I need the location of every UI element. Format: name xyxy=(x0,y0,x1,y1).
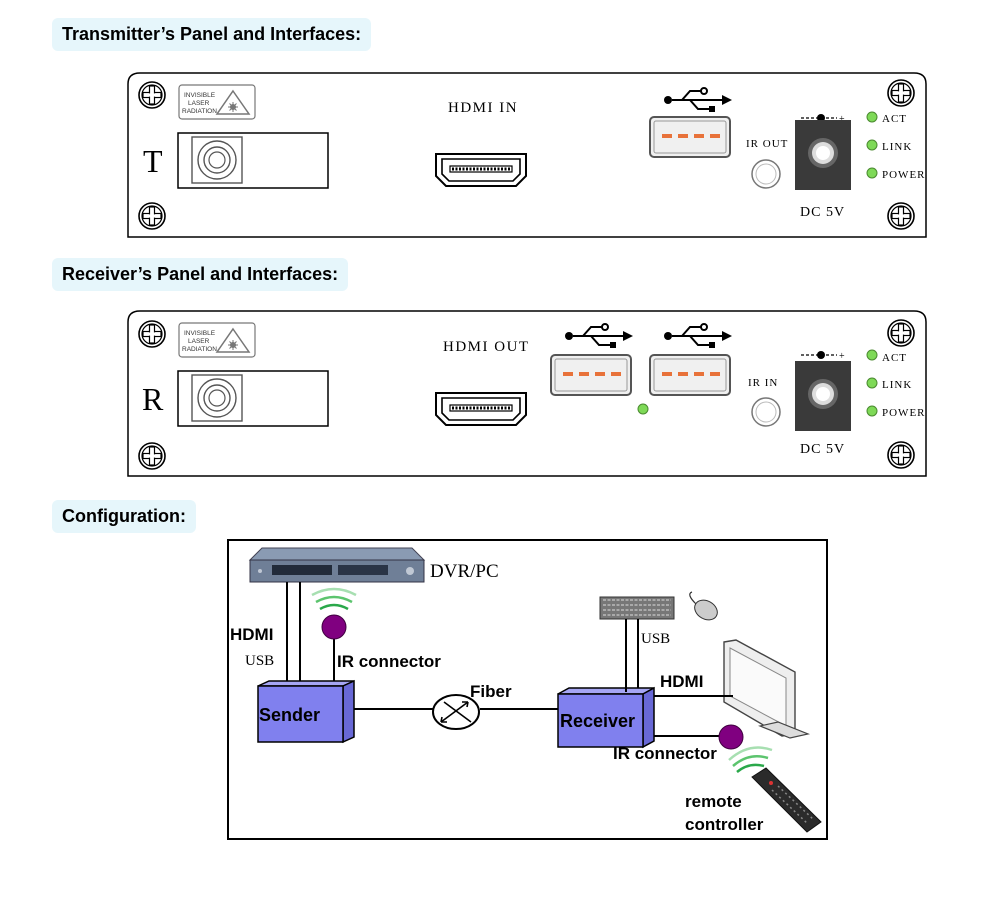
keyboard-icon xyxy=(599,596,675,620)
transmitter-dc-label: DC 5V xyxy=(800,205,845,220)
ir-dot-right xyxy=(718,724,744,750)
hdmi-left-label: HDMI xyxy=(230,625,273,644)
r-led-power: POWER xyxy=(882,407,926,419)
mouse-icon xyxy=(689,591,718,621)
t-laser-line2: LASER xyxy=(188,100,210,107)
heading-transmitter: Transmitter’s Panel and Interfaces: xyxy=(52,18,372,51)
r-led-act: ACT xyxy=(882,352,907,364)
sender-label: Sender xyxy=(259,705,320,725)
r-laser-line2: LASER xyxy=(188,338,210,345)
ir-connector-left-label: IR connector xyxy=(337,652,441,671)
transmitter-letter: T xyxy=(143,143,163,179)
remote-label-line1: remote xyxy=(685,792,742,811)
remote-control-icon xyxy=(751,767,822,833)
r-laser-line1: INVISIBLE xyxy=(184,330,216,337)
receiver-ir-label: IR IN xyxy=(748,377,778,389)
dvr-label: DVR/PC xyxy=(430,561,499,582)
receiver-hdmi-label: HDMI OUT xyxy=(443,339,530,355)
transmitter-ir-label: IR OUT xyxy=(746,138,788,150)
receiver-dc-label: DC 5V xyxy=(800,442,845,457)
r-laser-line3: RADIATION xyxy=(182,346,217,353)
heading-receiver: Receiver’s Panel and Interfaces: xyxy=(52,258,349,291)
heading-configuration: Configuration: xyxy=(52,500,196,533)
ir-dot-left xyxy=(321,614,347,640)
usb-left-label: USB xyxy=(245,653,274,669)
sender-box xyxy=(257,679,355,744)
t-led-link: LINK xyxy=(882,141,912,153)
t-laser-line3: RADIATION xyxy=(182,108,217,115)
receiver-box xyxy=(557,686,655,749)
ir-connector-right-label: IR connector xyxy=(613,744,717,763)
fiber-connector-icon xyxy=(432,694,480,730)
r-led-link: LINK xyxy=(882,379,912,391)
receiver-letter: R xyxy=(142,381,164,417)
transmitter-hdmi-label: HDMI IN xyxy=(448,100,518,116)
remote-label-line2: controller xyxy=(685,815,764,834)
t-led-act: ACT xyxy=(882,113,907,125)
t-laser-line1: INVISIBLE xyxy=(184,92,216,99)
hdmi-right-label: HDMI xyxy=(660,672,703,691)
monitor-icon xyxy=(723,639,811,739)
dvr-device-icon xyxy=(248,547,426,583)
usb-right-label: USB xyxy=(641,631,670,647)
fiber-label: Fiber xyxy=(470,682,512,701)
t-led-power: POWER xyxy=(882,169,926,181)
receiver-label: Receiver xyxy=(560,711,635,731)
